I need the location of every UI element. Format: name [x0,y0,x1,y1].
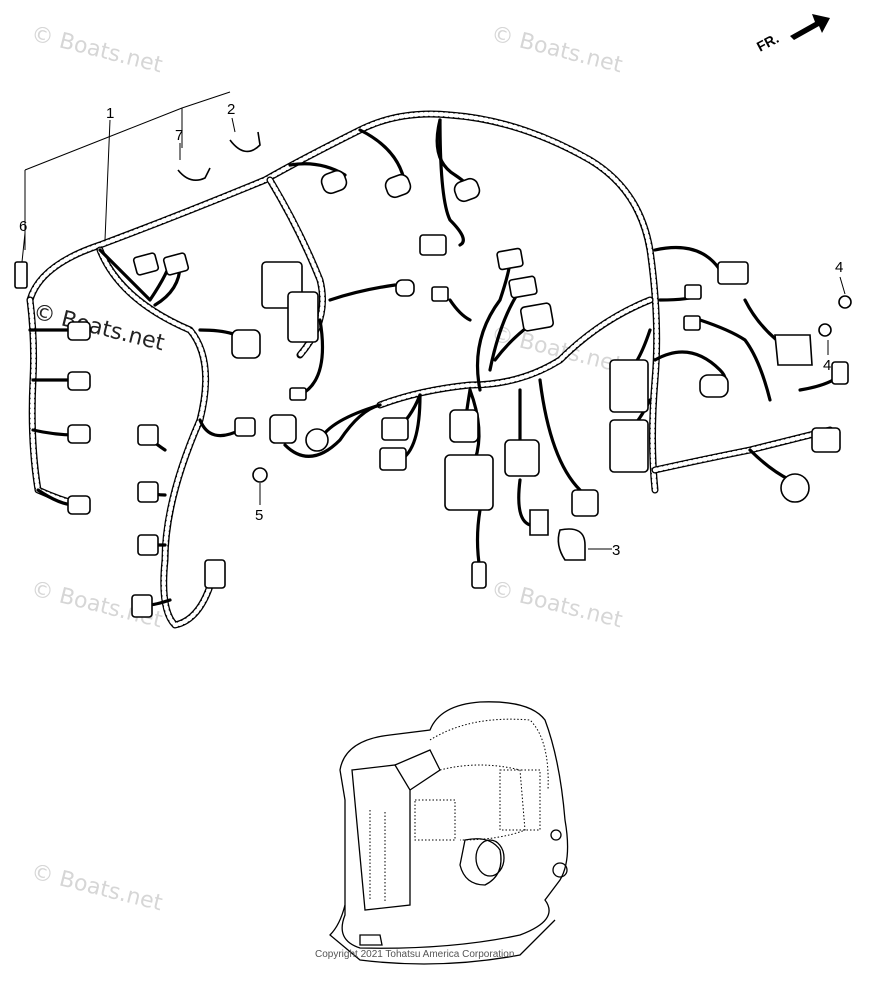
callout-5: 5 [255,507,263,524]
connector [683,315,701,331]
connector [519,302,555,332]
connector [132,252,160,276]
callout-4: 4 [823,357,831,374]
connector [699,374,729,398]
callout-1: 1 [106,105,114,122]
bracket [774,334,813,366]
watermark: © Boats.net [29,860,166,917]
connector [320,169,348,195]
connector [289,387,307,401]
watermark: © Boats.net [489,22,626,79]
callout-4: 4 [835,259,843,276]
connector [137,424,159,446]
front-direction-indicator: FR. [754,14,830,55]
connectors [14,131,852,618]
connector [231,329,261,359]
connector [67,495,91,515]
bolt-part-4 [838,295,852,309]
front-label: FR. [754,30,781,55]
connector [67,321,91,341]
sensor [305,428,329,452]
connector [431,286,449,302]
main-connector [444,454,494,511]
connector-block [609,419,649,473]
connector [453,177,481,203]
connector [496,247,524,271]
connector [811,427,841,453]
callout-leaders [21,91,846,550]
copyright-text: Copyright 2021 Tohatsu America Corporati… [315,949,514,960]
connector [381,417,409,441]
wire-leads [28,118,842,607]
grommet-part-5 [252,467,268,483]
callout-labels: 1 2 3 4 4 5 6 7 [19,101,843,559]
connector [269,414,297,444]
connector [419,234,447,256]
connector [504,439,540,477]
connector [379,447,407,471]
sensor-probe [471,561,487,589]
bolt-part-4 [818,323,832,337]
connector-block [609,359,649,413]
clamp-part-2 [229,131,261,153]
watermark: © Boats.net [489,322,626,379]
watermark: © Boats.net [489,577,626,634]
round-connector [780,473,810,503]
connector [67,424,91,444]
connector [717,261,749,285]
connector [508,275,538,299]
bracket [529,509,549,536]
connector [684,284,702,300]
callout-7: 7 [175,127,183,144]
callout-2: 2 [227,101,235,118]
ecu-connector [287,291,319,343]
clip-part-6 [14,261,28,289]
connector [137,534,159,556]
watermark: © Boats.net [29,22,166,79]
callout-3: 3 [612,542,620,559]
connector [67,371,91,391]
connector [384,173,412,199]
connector [204,559,226,589]
callout-6: 6 [19,218,27,235]
connector [831,361,849,385]
connector [395,279,415,297]
connector [234,417,256,437]
cover-part-3 [557,528,586,561]
clamp-part-7 [177,167,211,181]
connector [137,481,159,503]
connector [162,252,190,276]
front-direction-arrow-icon [790,14,830,40]
connector [571,489,599,517]
engine-illustration [329,701,569,965]
connector [131,594,153,618]
connector [449,409,479,443]
